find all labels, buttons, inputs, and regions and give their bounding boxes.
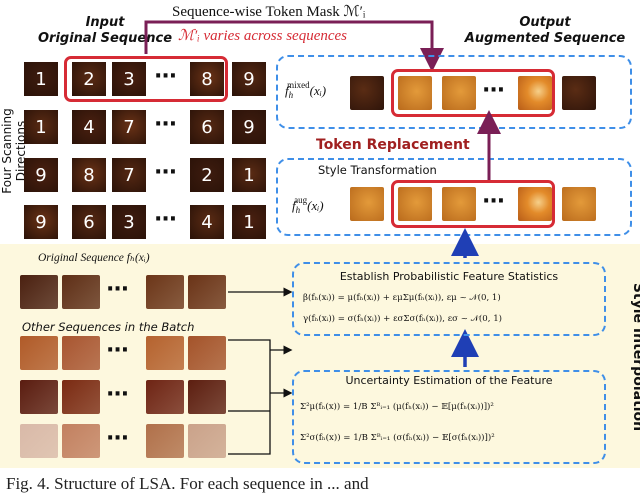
establish-stats-box (292, 262, 606, 336)
other-seq-label: Other Sequences in the Batch (22, 320, 195, 334)
interp-batch-2-token-3 (188, 380, 226, 414)
token-mask-box (64, 56, 228, 102)
mixed-output-box (276, 55, 632, 129)
establish-eq-2: γ(fₕ(xᵢ)) = σ(fₕ(xᵢ)) + εσΣσ(fₕ(xᵢ)), εσ… (303, 314, 503, 324)
scan-token-1-0: 1 (24, 110, 58, 144)
style-transformation-label: Style Transformation (318, 163, 437, 177)
mixed-token-4 (562, 76, 596, 110)
interp-batch-3-ellipsis: ··· (106, 426, 129, 451)
mixed-ellipsis: ··· (482, 78, 505, 103)
interp-orig-token-1 (62, 275, 100, 309)
scan-token-1-2: 7 (112, 110, 146, 144)
mixed-replaced-box (391, 69, 555, 117)
mixed-sub: h (288, 90, 294, 100)
mixed-token-3 (518, 76, 552, 110)
interp-batch-1-token-1 (62, 336, 100, 370)
interp-batch-1-token-2 (146, 336, 184, 370)
establish-eq-1: β(fₕ(xᵢ)) = μ(fₕ(xᵢ)) + εμΣμ(fₕ(xᵢ)), εμ… (303, 293, 501, 303)
scan-token-2-1: 8 (72, 158, 106, 192)
output-title: Output Augmented Sequence (455, 15, 635, 47)
aug-token-3 (518, 187, 552, 221)
uncertainty-title: Uncertainty Estimation of the Feature (345, 374, 553, 387)
scan-token-1-4: 9 (232, 110, 266, 144)
scan-token-3-0: 9 (24, 205, 58, 239)
aug-token-1 (398, 187, 432, 221)
input-title: Input Original Sequence (30, 15, 180, 47)
interp-orig-ellipsis: ··· (106, 277, 129, 302)
scan-ellipsis-1: ··· (154, 112, 177, 137)
scan-token-0-0: 1 (24, 62, 58, 96)
mixed-token-0 (350, 76, 384, 110)
uncertainty-box (292, 370, 606, 464)
scan-token-2-3: 2 (190, 158, 224, 192)
interp-batch-2-token-1 (62, 380, 100, 414)
input-title-line1: Input (85, 15, 125, 30)
interp-batch-3-token-3 (188, 424, 226, 458)
mixed-arg: (xᵢ) (309, 83, 327, 98)
token-replacement-label: Token Replacement (316, 137, 470, 153)
interp-batch-2-token-2 (146, 380, 184, 414)
mask-title: Sequence-wise Token Mask ℳ′ᵢ (172, 4, 366, 20)
aug-ellipsis: ··· (482, 189, 505, 214)
aug-f: f (292, 198, 296, 213)
aug-token-4 (562, 187, 596, 221)
scan-token-2-4: 1 (232, 158, 266, 192)
output-title-line2: Augmented Sequence (464, 31, 626, 46)
establish-stats-title: Establish Probabilistic Feature Statisti… (339, 270, 559, 283)
aug-token-0 (350, 187, 384, 221)
aug-feature-label: fhaug(xᵢ) (292, 195, 324, 215)
interp-orig-token-3 (188, 275, 226, 309)
scan-token-0-4: 9 (232, 62, 266, 96)
scan-ellipsis-2: ··· (154, 160, 177, 185)
output-title-line1: Output (519, 15, 571, 30)
scan-token-3-3: 4 (190, 205, 224, 239)
mixed-feature-label: fhmixed(xᵢ) (285, 80, 326, 100)
scan-token-1-3: 6 (190, 110, 224, 144)
interp-batch-2-token-0 (20, 380, 58, 414)
interp-batch-1-token-0 (20, 336, 58, 370)
mixed-token-2 (442, 76, 476, 110)
scan-token-3-2: 3 (112, 205, 146, 239)
mixed-sup: mixed (287, 80, 310, 90)
figure-caption: Fig. 4. Structure of LSA. For each seque… (6, 474, 369, 493)
scan-ellipsis-0: ··· (154, 64, 177, 89)
scan-token-3-1: 6 (72, 205, 106, 239)
scan-token-1-1: 4 (72, 110, 106, 144)
scan-token-2-2: 7 (112, 158, 146, 192)
interp-batch-1-token-3 (188, 336, 226, 370)
scan-ellipsis-3: ··· (154, 207, 177, 232)
style-interpolation-label: Style Interpolation (630, 282, 640, 432)
aug-token-2 (442, 187, 476, 221)
replacement-arrow (451, 110, 501, 258)
input-title-line2: Original Sequence (37, 31, 173, 46)
interp-batch-3-token-2 (146, 424, 184, 458)
aug-sup: aug (294, 195, 308, 205)
original-seq-label: Original Sequence fₕ(xᵢ) (38, 252, 150, 264)
mixed-f: f (285, 83, 289, 98)
mask-arrow (144, 20, 444, 72)
uncertainty-eq-1: Σ²μ(fₕ(x)) = 1/B Σᴮᵢ₌₁ (μ(fₕ(xᵢ)) − 𝔼[μ(… (300, 402, 494, 412)
mask-note: ℳ′ᵢ varies across sequences (178, 28, 348, 44)
scan-token-2-0: 9 (24, 158, 58, 192)
interp-batch-3-token-0 (20, 424, 58, 458)
scan-token-0-2: 3 (112, 62, 146, 96)
interp-batch-1-ellipsis: ··· (106, 338, 129, 363)
uncertainty-eq-2: Σ²σ(fₕ(x)) = 1/B Σᴮᵢ₌₁ (σ(fₕ(xᵢ)) − 𝔼[σ(… (300, 433, 495, 443)
style-interpolation-background (0, 244, 640, 468)
aug-arg: (xᵢ) (307, 198, 324, 213)
scan-token-3-4: 1 (232, 205, 266, 239)
interp-batch-3-token-1 (62, 424, 100, 458)
aug-selected-box (391, 180, 555, 228)
scan-token-0-3: 8 (190, 62, 224, 96)
mixed-token-1 (398, 76, 432, 110)
interp-orig-token-2 (146, 275, 184, 309)
aug-sub: h (295, 205, 301, 215)
scan-token-0-1: 2 (72, 62, 106, 96)
interp-batch-2-ellipsis: ··· (106, 382, 129, 407)
interp-orig-token-0 (20, 275, 58, 309)
